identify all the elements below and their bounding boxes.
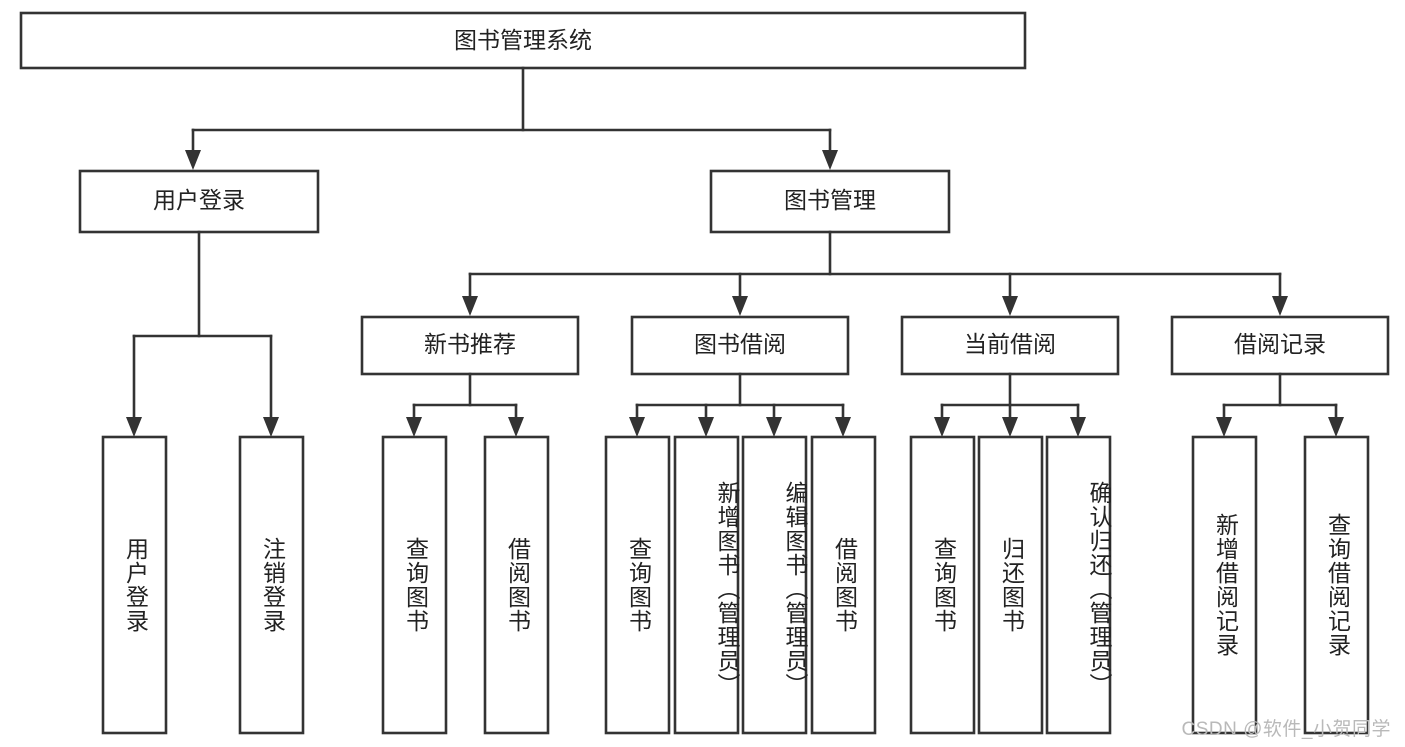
node-book-management-label: 图书管理 bbox=[784, 187, 876, 213]
node-current-borrow-label: 当前借阅 bbox=[964, 331, 1056, 357]
arrow-head-icon bbox=[406, 417, 422, 437]
connector-borrow-record-to-leaves bbox=[1216, 372, 1344, 437]
arrow-head-icon bbox=[1002, 417, 1018, 437]
node-root-label: 图书管理系统 bbox=[454, 27, 592, 53]
leaf-query-record-box[interactable] bbox=[1303, 435, 1370, 735]
connector-user-login-to-leaves bbox=[126, 230, 279, 437]
node-root[interactable]: 图书管理系统 bbox=[19, 11, 1027, 70]
arrow-head-icon bbox=[185, 150, 201, 170]
node-current-borrow-box bbox=[900, 315, 1120, 376]
leaf-add-book-box[interactable] bbox=[673, 435, 740, 735]
leaf-user-login-box[interactable] bbox=[101, 435, 168, 735]
arrow-head-icon bbox=[1328, 417, 1344, 437]
connector-book-management-to-level3 bbox=[462, 230, 1288, 316]
arrow-head-icon bbox=[934, 417, 950, 437]
arrow-head-icon bbox=[263, 417, 279, 437]
arrow-head-icon bbox=[698, 417, 714, 437]
arrow-head-icon bbox=[1002, 296, 1018, 316]
leaf-return-book-box[interactable] bbox=[977, 435, 1044, 735]
leaf-borrow-book-2-box[interactable] bbox=[810, 435, 877, 735]
leaf-logout-box[interactable] bbox=[238, 435, 305, 735]
arrow-head-icon bbox=[822, 150, 838, 170]
arrow-head-icon bbox=[1272, 296, 1288, 316]
connector-book-borrow-to-leaves bbox=[629, 372, 851, 437]
arrow-head-icon bbox=[732, 296, 748, 316]
leaf-query-book-1-box[interactable] bbox=[381, 435, 448, 735]
csdn-watermark: CSDN @软件_小贺同学 bbox=[1181, 719, 1391, 740]
leaf-query-book-2-box[interactable] bbox=[604, 435, 671, 735]
connector-new-book-recommend-to-leaves bbox=[406, 372, 524, 437]
node-book-borrow[interactable]: 图书借阅 bbox=[630, 315, 850, 376]
connector-current-borrow-to-leaves bbox=[934, 372, 1086, 437]
node-book-management[interactable]: 图书管理 bbox=[709, 169, 951, 234]
leaf-add-record-box[interactable] bbox=[1191, 435, 1258, 735]
node-user-login-box bbox=[78, 169, 320, 234]
node-root-box bbox=[19, 11, 1027, 70]
connector-root-to-level2 bbox=[185, 66, 838, 170]
node-user-login-label: 用户登录 bbox=[153, 187, 245, 213]
arrow-head-icon bbox=[508, 417, 524, 437]
node-user-login[interactable]: 用户登录 bbox=[78, 169, 320, 234]
arrow-head-icon bbox=[1216, 417, 1232, 437]
arrow-head-icon bbox=[1070, 417, 1086, 437]
node-current-borrow[interactable]: 当前借阅 bbox=[900, 315, 1120, 376]
arrow-head-icon bbox=[462, 296, 478, 316]
arrow-head-icon bbox=[835, 417, 851, 437]
leaf-borrow-book-1-box[interactable] bbox=[483, 435, 550, 735]
arrow-head-icon bbox=[126, 417, 142, 437]
arrow-head-icon bbox=[766, 417, 782, 437]
node-new-book-recommend-label: 新书推荐 bbox=[424, 331, 516, 357]
arrow-head-icon bbox=[629, 417, 645, 437]
node-new-book-recommend-box bbox=[360, 315, 580, 376]
leaf-query-book-3-box[interactable] bbox=[909, 435, 976, 735]
node-new-book-recommend[interactable]: 新书推荐 bbox=[360, 315, 580, 376]
leaf-confirm-return-box[interactable] bbox=[1045, 435, 1112, 735]
node-borrow-record-label: 借阅记录 bbox=[1234, 331, 1326, 357]
leaf-edit-book-box[interactable] bbox=[741, 435, 808, 735]
node-borrow-record[interactable]: 借阅记录 bbox=[1170, 315, 1390, 376]
node-book-borrow-label: 图书借阅 bbox=[694, 331, 786, 357]
